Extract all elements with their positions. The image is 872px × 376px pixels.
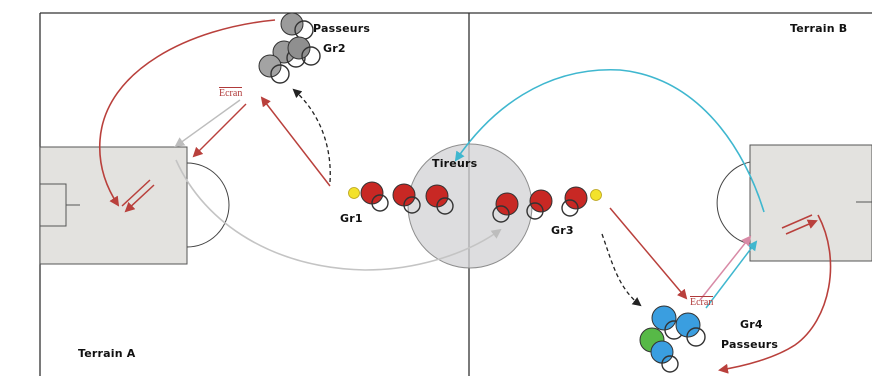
right-key-zone (716, 144, 872, 262)
grey-curve-arrow (175, 159, 502, 271)
cyan-curve-arrow (454, 69, 765, 213)
gr1-ball (348, 187, 360, 199)
gr1-label: Gr1 (340, 212, 363, 225)
gr3-players (492, 186, 602, 223)
right-shot-double-arrow (781, 214, 818, 235)
terrain-b-label: Terrain B (790, 22, 848, 35)
left-key-zone (39, 146, 230, 265)
gr1-to-ecran-arrow (260, 96, 331, 187)
ecran-arrow-left-1 (192, 103, 247, 158)
ecran-arrow-left-2 (174, 99, 241, 148)
tireurs-label: Tireurs (432, 157, 478, 170)
cyan-ecran-arrow (705, 240, 758, 309)
gr1-players (348, 181, 454, 215)
passeurs-top-label: Passeurs (313, 22, 371, 35)
red-curve-arrow-left (98, 19, 276, 207)
gr3-label: Gr3 (551, 224, 574, 237)
gr1-dashed-pass-arrow (292, 88, 331, 183)
gr4-players (639, 305, 706, 373)
gr4-label: Gr4 (740, 318, 763, 331)
gr3-to-ecran-arrow (609, 207, 688, 300)
passeurs-bottom-label: Passeurs (721, 338, 779, 351)
red-curve-arrow-right (718, 214, 832, 374)
gr2-players (258, 12, 321, 84)
ecran-right-label: Ecran (690, 296, 714, 308)
left-shot-double-arrow (121, 179, 155, 213)
ecran-left-label: Ecran (219, 87, 243, 99)
pink-ecran-arrow (699, 235, 752, 301)
gr2-label: Gr2 (323, 42, 346, 55)
terrain-a-label: Terrain A (78, 347, 136, 360)
gr3-dashed-pass-arrow (601, 233, 642, 307)
gr3-ball (590, 189, 602, 201)
